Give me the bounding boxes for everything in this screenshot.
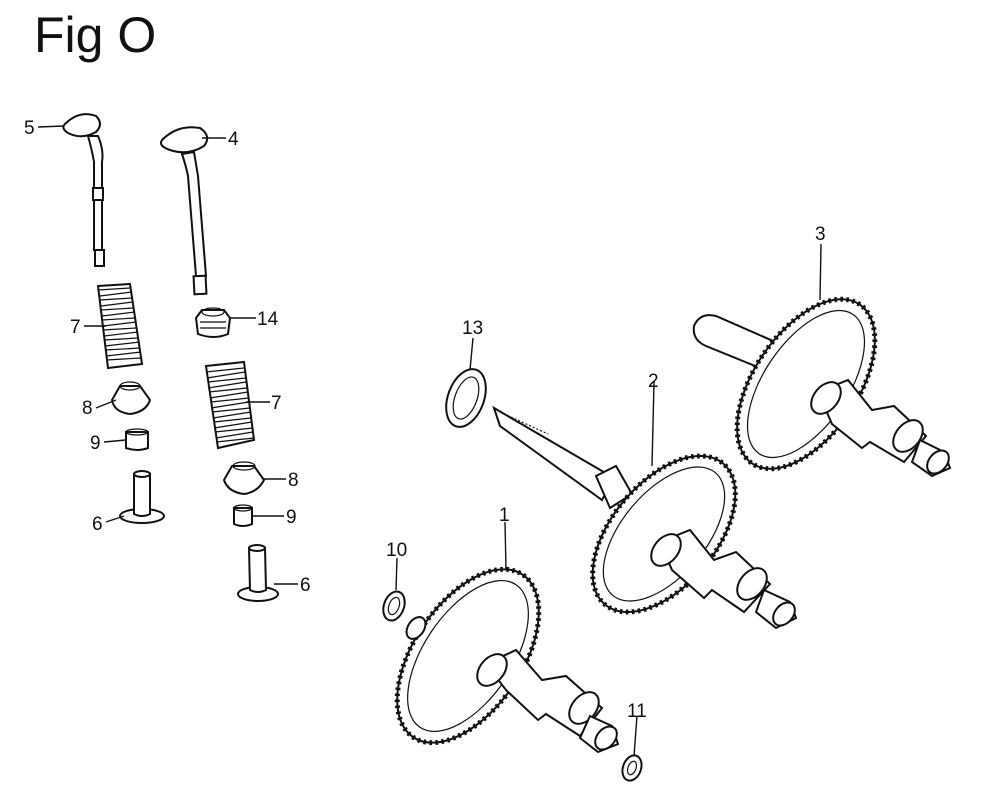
callout-10: 10 (386, 540, 407, 561)
valve-cotter-right (233, 504, 253, 527)
thrust-washer-13 (445, 368, 487, 428)
valve-retainer-right (222, 461, 266, 496)
callout-13: 13 (462, 318, 483, 339)
camshaft-3 (692, 296, 952, 478)
callout-9-left: 9 (90, 433, 101, 454)
figure-title: Fig O (34, 7, 157, 63)
callout-5: 5 (24, 118, 35, 139)
valve-lifter-right (237, 544, 279, 602)
callout-7-left: 7 (70, 317, 81, 338)
washer-10 (382, 590, 406, 622)
washer-11 (621, 754, 643, 782)
valve-spring-right (204, 360, 256, 450)
callout-labels: 5 4 7 14 7 8 9 6 8 9 6 13 2 3 1 10 11 (24, 118, 826, 722)
callout-14: 14 (257, 309, 279, 330)
callout-6-right: 6 (300, 575, 311, 596)
callout-9-right: 9 (286, 507, 297, 528)
callout-7-right: 7 (271, 393, 282, 414)
camshaft-2 (492, 405, 798, 630)
callout-6-left: 6 (92, 514, 103, 535)
callout-1: 1 (499, 505, 510, 526)
leader-lines (37, 125, 822, 757)
valve-lifter-left (119, 470, 165, 524)
callout-2: 2 (648, 371, 659, 392)
valve-5 (62, 113, 105, 267)
valve-retainer-left (110, 381, 152, 416)
valve-spring-left (96, 282, 144, 370)
valve-cotter-left (125, 428, 149, 451)
callout-4: 4 (228, 129, 239, 150)
camshaft-1 (394, 566, 620, 754)
callout-8-left: 8 (82, 398, 93, 419)
valve-4 (160, 126, 209, 296)
valve-stem-seal (194, 307, 232, 338)
callout-3: 3 (815, 224, 826, 245)
callout-8-right: 8 (288, 470, 299, 491)
callout-11: 11 (627, 701, 647, 722)
